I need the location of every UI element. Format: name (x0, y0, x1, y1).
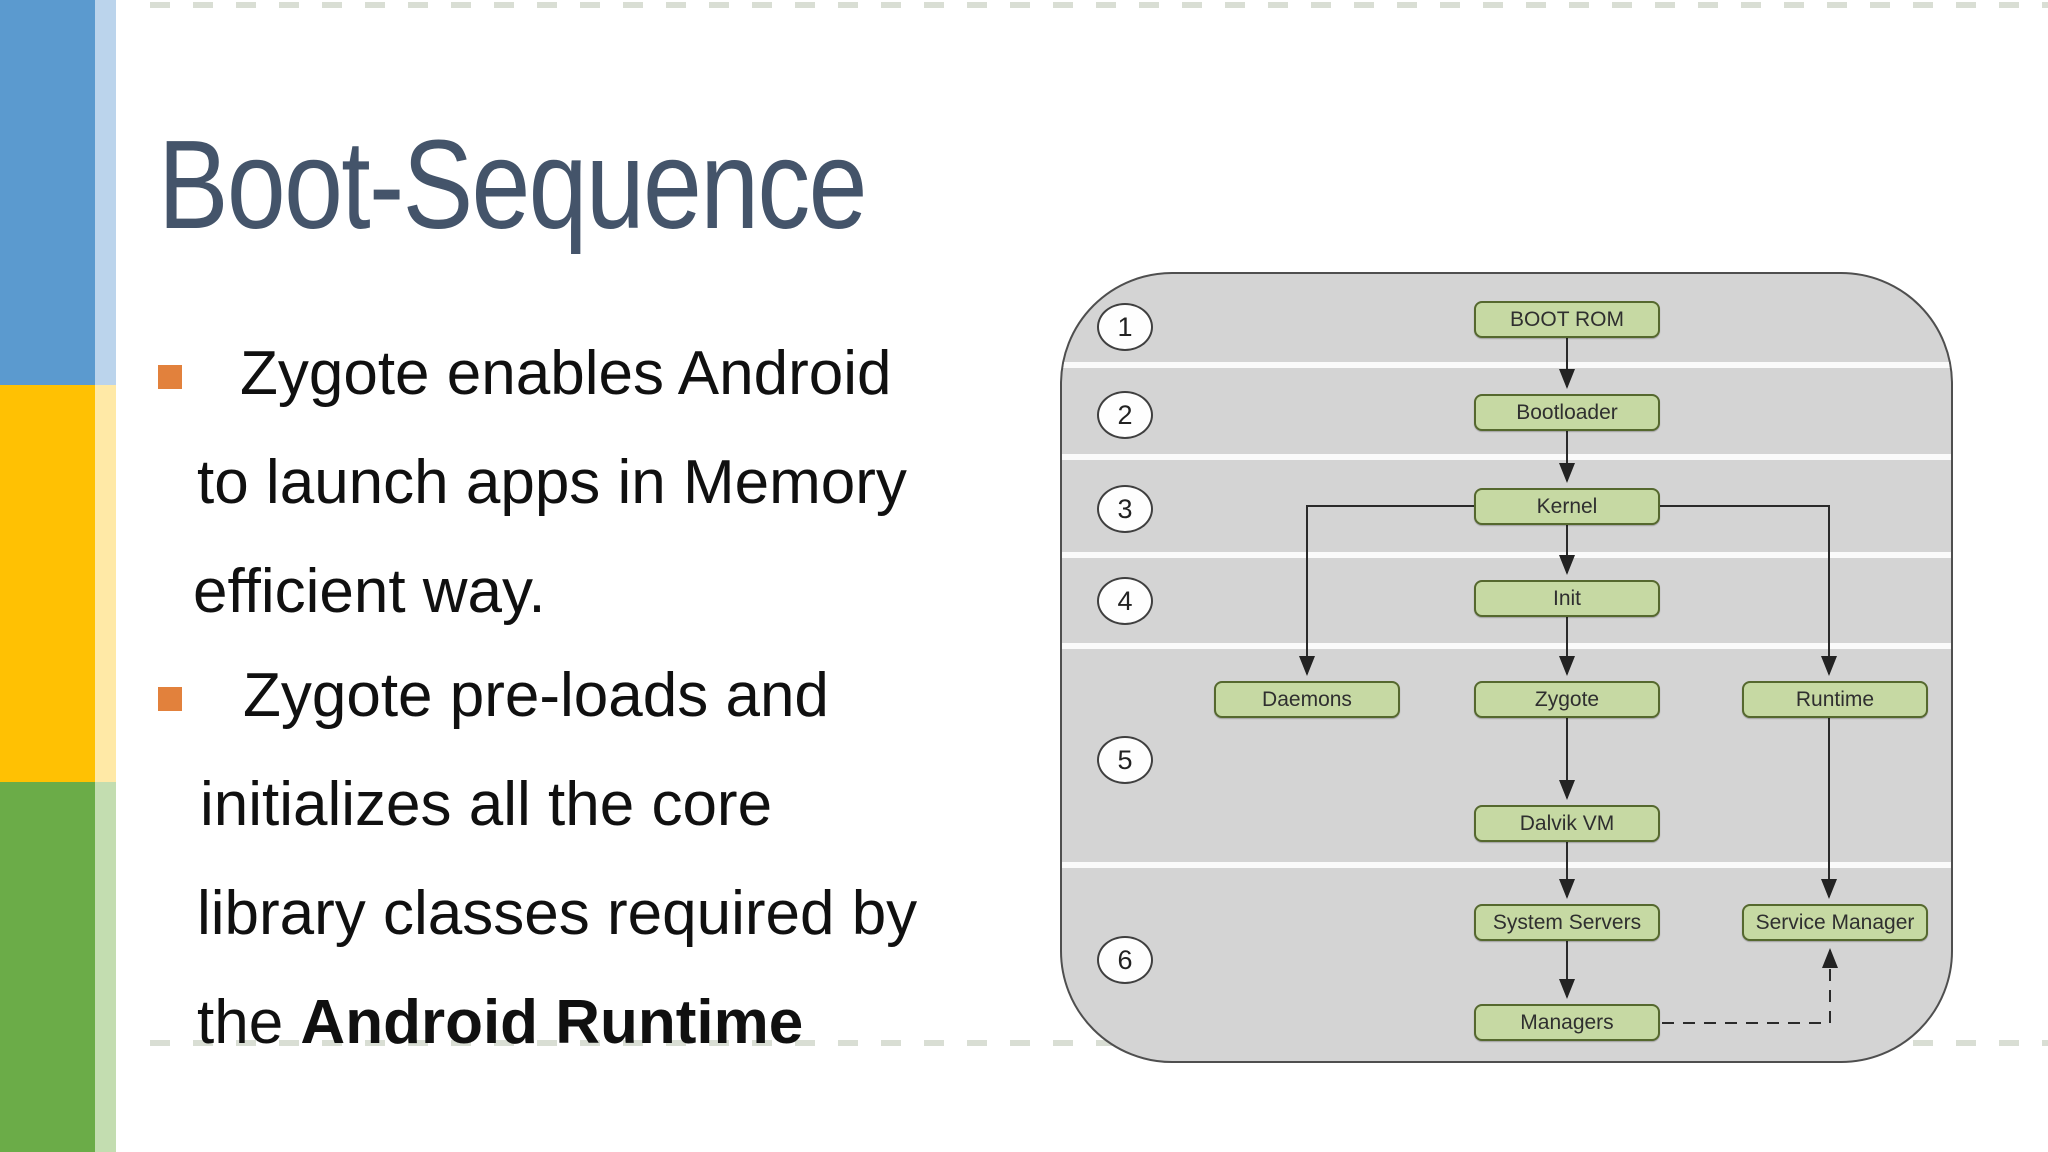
bullet-square (158, 687, 182, 711)
step-circle-1: 1 (1097, 303, 1153, 351)
accent-bar-yellow (0, 385, 95, 782)
step-circle-2: 2 (1097, 391, 1153, 439)
row-divider (1062, 552, 1951, 558)
bullet-square (158, 365, 182, 389)
node-bootloader: Bootloader (1474, 394, 1660, 431)
step-circle-4: 4 (1097, 577, 1153, 625)
step-circle-6: 6 (1097, 936, 1153, 984)
arrow-kernel-daemons (1299, 505, 1474, 676)
body-text-line: the Android Runtime (197, 992, 803, 1054)
diagram-connectors (1299, 338, 1838, 1024)
body-text-line: initializes all the core (200, 770, 773, 839)
step-circle-3: 3 (1097, 485, 1153, 533)
arrow-managers-servicemanager-dashed (1662, 948, 1838, 1024)
page-title: Boot-Sequence (158, 114, 868, 255)
accent-bar-blue (0, 0, 95, 385)
bottom-edge-dashes (150, 1040, 2048, 1046)
row-divider (1062, 862, 1951, 868)
boot-sequence-diagram: 1 2 3 4 5 6 BOOT ROM Bootloader Kernel I… (1060, 272, 1953, 1063)
node-zygote: Zygote (1474, 681, 1660, 718)
node-system-servers: System Servers (1474, 904, 1660, 941)
node-boot-rom: BOOT ROM (1474, 301, 1660, 338)
row-divider (1062, 643, 1951, 649)
body-text-line: Zygote pre-loads and (243, 661, 829, 730)
step-circle-5: 5 (1097, 736, 1153, 784)
accent-fade-yellow (95, 385, 116, 782)
body-text-line: efficient way. (193, 557, 546, 626)
accent-fade-green (95, 782, 116, 1152)
top-edge-dashes (150, 2, 2048, 8)
body-text-line: Zygote enables Android (240, 339, 892, 408)
body-text-bold: Android Runtime (300, 988, 804, 1057)
node-daemons: Daemons (1214, 681, 1400, 718)
accent-fade-blue (95, 0, 116, 385)
arrow-kernel-runtime (1660, 505, 1837, 676)
accent-bar (0, 0, 95, 1152)
body-text-line: library classes required by (197, 879, 918, 948)
row-divider (1062, 362, 1951, 368)
node-runtime: Runtime (1742, 681, 1928, 718)
accent-bar-fade (95, 0, 116, 1152)
node-dalvik-vm: Dalvik VM (1474, 805, 1660, 842)
body-text-line: to launch apps in Memory (197, 448, 907, 517)
node-kernel: Kernel (1474, 488, 1660, 525)
accent-bar-green (0, 782, 95, 1152)
node-init: Init (1474, 580, 1660, 617)
node-service-manager: Service Manager (1742, 904, 1928, 941)
node-managers: Managers (1474, 1004, 1660, 1041)
body-text-plain: the (197, 988, 301, 1057)
row-divider (1062, 454, 1951, 460)
